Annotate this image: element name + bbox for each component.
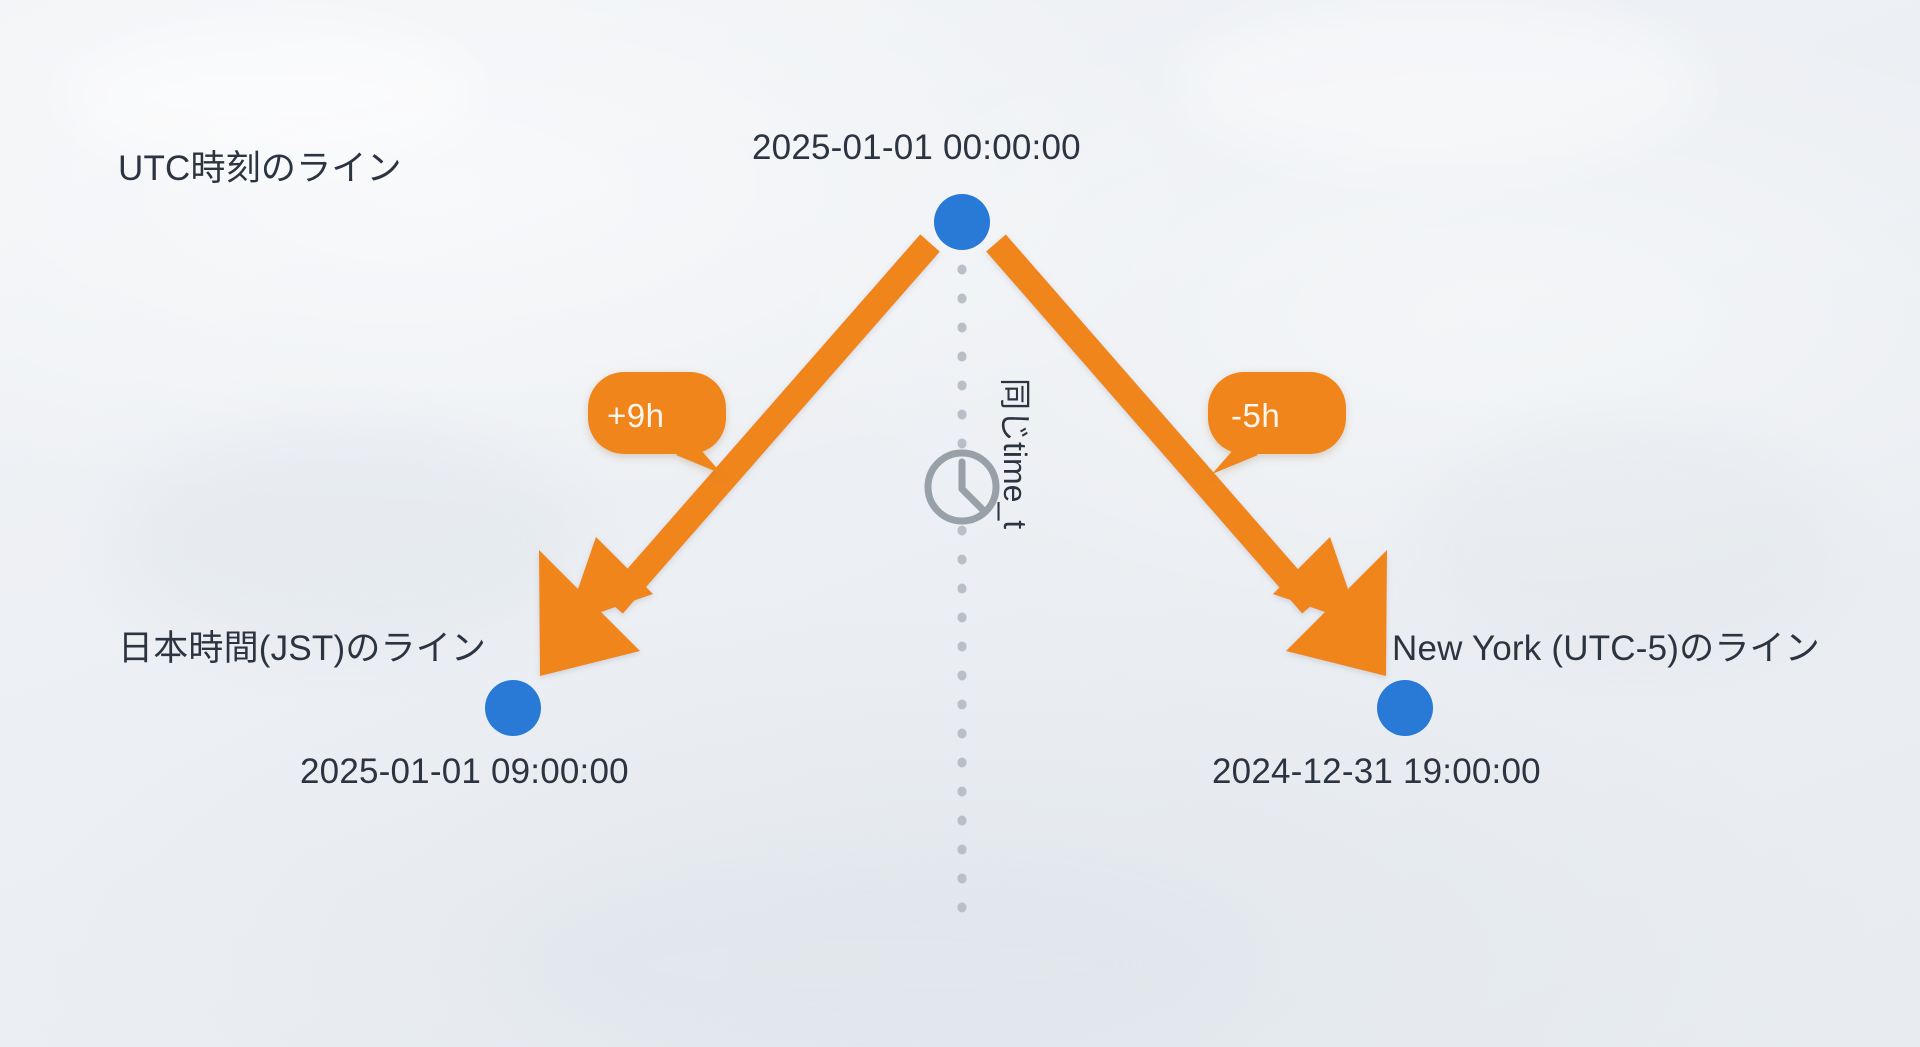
utc-timestamp: 2025-01-01 00:00:00 xyxy=(752,128,1081,167)
newyork-timeline-label: New York (UTC-5)のライン xyxy=(1392,629,1820,668)
jst-offset-label: +9h xyxy=(607,397,665,434)
jst-timestamp: 2025-01-01 09:00:00 xyxy=(300,752,629,791)
same-instant-label: 同じtime_t xyxy=(997,378,1033,530)
newyork-offset-bubble xyxy=(1208,372,1346,474)
clock-icon xyxy=(924,449,1000,525)
jst-offset-bubble xyxy=(588,372,726,474)
newyork-timeline-node[interactable] xyxy=(1377,680,1433,736)
jst-timeline-label: 日本時間(JST)のライン xyxy=(118,629,487,668)
jst-timeline-node[interactable] xyxy=(485,680,541,736)
newyork-timestamp: 2024-12-31 19:00:00 xyxy=(1212,752,1541,791)
utc-timeline-label: UTC時刻のライン xyxy=(118,149,402,188)
utc-to-jst-arrow xyxy=(539,234,940,676)
utc-timeline-node[interactable] xyxy=(934,194,990,250)
utc-to-newyork-arrow xyxy=(986,234,1387,676)
newyork-offset-label: -5h xyxy=(1231,397,1281,434)
